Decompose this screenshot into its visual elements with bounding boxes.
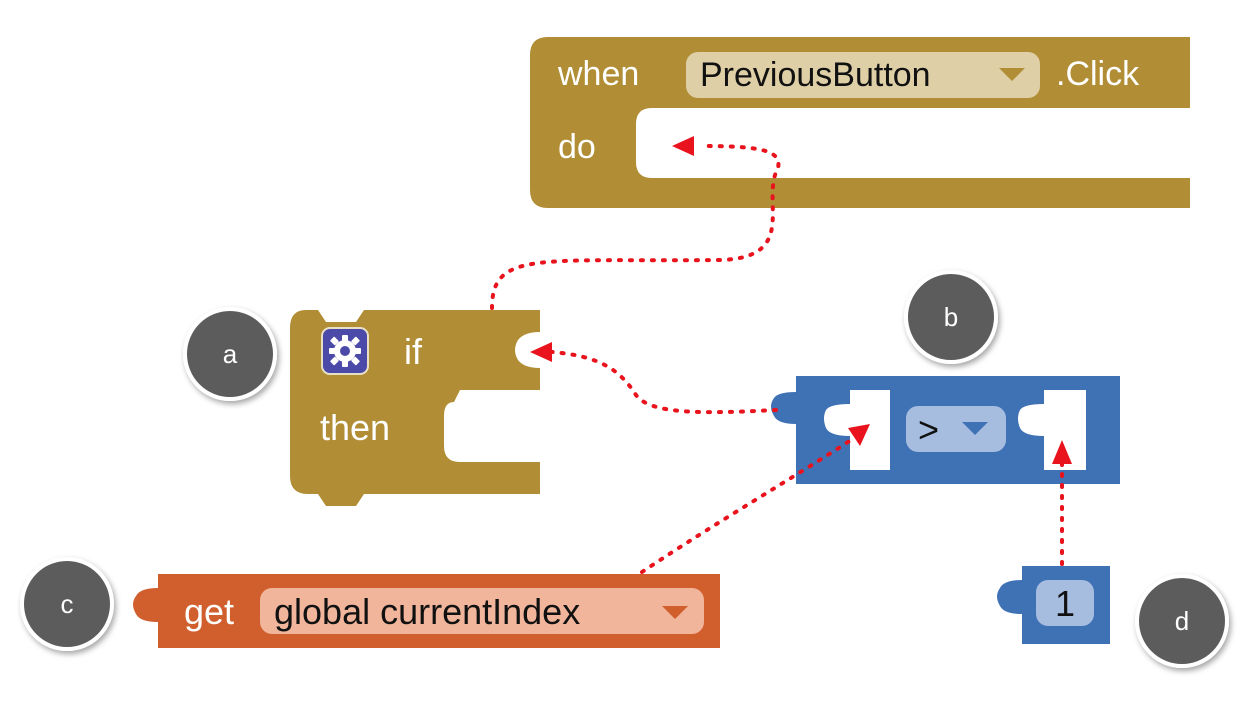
- chevron-down-icon: [999, 68, 1025, 81]
- arrow-getter-to-compare: [640, 436, 856, 574]
- variable-dropdown[interactable]: [260, 588, 704, 634]
- gear-icon: [329, 335, 361, 367]
- arrow-compare-to-if: [550, 350, 778, 415]
- operator-dropdown[interactable]: [906, 406, 1006, 452]
- badge-a-circle: [183, 307, 277, 401]
- get-label: get: [184, 591, 234, 632]
- mutator-button[interactable]: [321, 327, 369, 375]
- variable-dropdown-label: global currentIndex: [274, 591, 580, 632]
- compare-right-socket[interactable]: [1018, 390, 1086, 470]
- connector-arrows: [490, 144, 1064, 574]
- then-label: then: [320, 407, 390, 448]
- arrowhead-compare-left: [848, 424, 870, 446]
- getter-block[interactable]: get global currentIndex: [133, 574, 720, 648]
- if-then-block[interactable]: if then: [290, 310, 540, 506]
- event-block-previousbutton-click[interactable]: when PreviousButton .Click do: [530, 37, 1190, 208]
- badge-c-circle: [20, 557, 114, 651]
- badge-a-label: a: [223, 339, 238, 369]
- badge-b-circle: [904, 270, 998, 364]
- arrowhead-if: [530, 342, 552, 362]
- component-dropdown-label: PreviousButton: [700, 56, 931, 94]
- chevron-down-icon: [962, 422, 988, 435]
- when-label: when: [557, 55, 639, 93]
- arrowheads: [530, 136, 1072, 464]
- compare-block[interactable]: >: [771, 376, 1120, 484]
- badge-d: d: [1135, 574, 1229, 668]
- arrowhead-compare-right: [1052, 440, 1072, 464]
- arrowhead-do: [672, 136, 694, 156]
- badge-a: a: [183, 307, 277, 401]
- badge-b: b: [904, 270, 998, 364]
- badge-c-label: c: [61, 589, 74, 619]
- if-label: if: [404, 331, 423, 372]
- badge-d-circle: [1135, 574, 1229, 668]
- number-value: 1: [1055, 583, 1075, 624]
- do-label: do: [558, 128, 596, 166]
- badge-b-label: b: [944, 302, 958, 332]
- badge-d-label: d: [1175, 606, 1189, 636]
- badge-c: c: [20, 557, 114, 651]
- chevron-down-icon: [662, 606, 688, 619]
- do-statement-socket[interactable]: [636, 108, 1190, 178]
- event-suffix-label: .Click: [1056, 55, 1140, 93]
- operator-dropdown-label: >: [918, 409, 939, 450]
- arrow-if-to-do: [490, 144, 781, 310]
- component-dropdown[interactable]: [686, 52, 1040, 98]
- number-field[interactable]: [1036, 580, 1094, 626]
- number-block[interactable]: 1: [997, 566, 1110, 644]
